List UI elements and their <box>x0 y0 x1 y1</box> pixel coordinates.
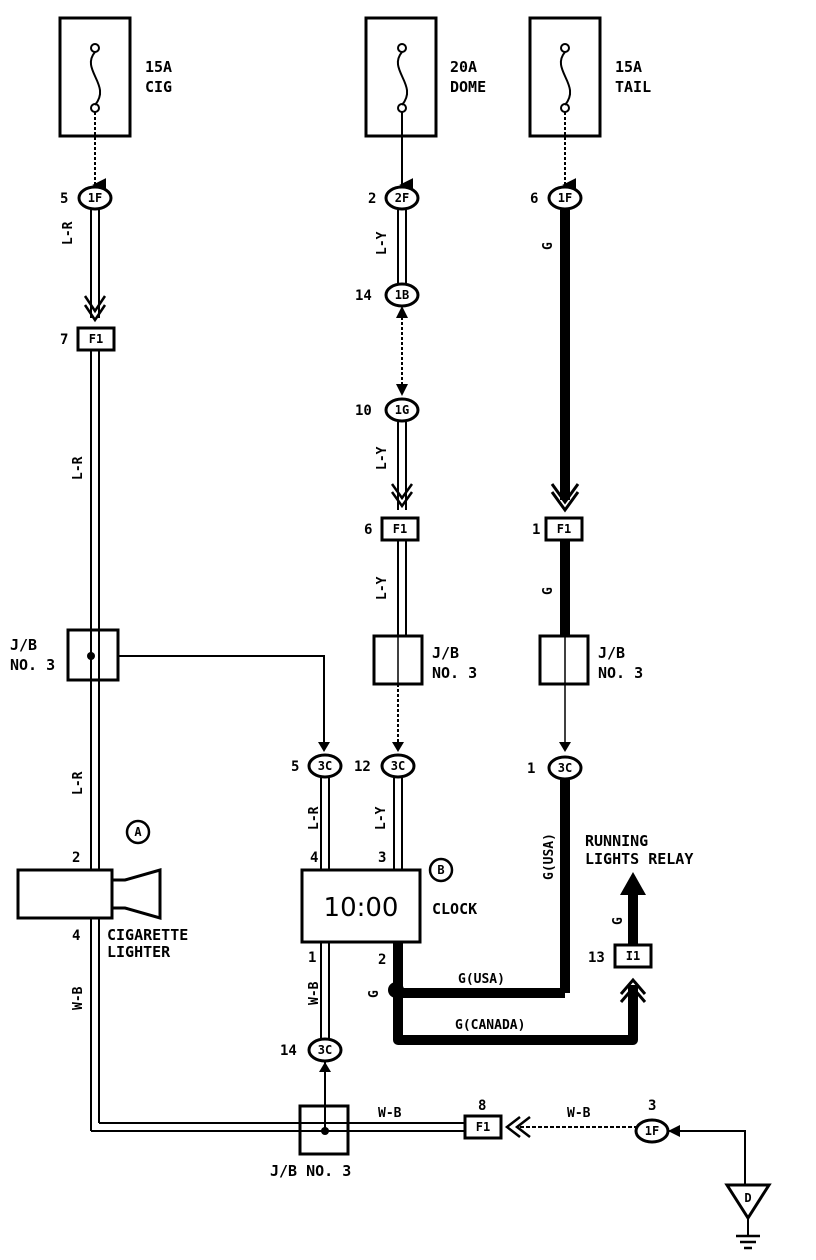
dome-1b-pin: 14 <box>355 288 372 304</box>
lighter-label-line1: CIGARETTE <box>107 926 188 944</box>
fuse-tail-name: TAIL <box>615 78 651 96</box>
dome-1b-code: 1B <box>395 288 409 302</box>
dome-wire-label-1: L-Y <box>375 231 390 255</box>
dome-jb-line2: NO. 3 <box>432 664 477 682</box>
ground-3c-pin: 14 <box>280 1043 297 1059</box>
cig-jb-line1: J/B <box>10 636 37 654</box>
running-lights-relay: I1 13 G RUNNING LIGHTS RELAY <box>585 832 693 969</box>
tail-wire-label-2: G <box>541 587 556 595</box>
clock-3c-b-pin: 12 <box>354 759 371 775</box>
fuse-dome-rating: 20A <box>450 58 477 76</box>
ground-wire-label-2: W-B <box>567 1106 591 1121</box>
cig-f1-pin: 7 <box>60 332 68 348</box>
clock-pin-2: 2 <box>378 952 386 968</box>
ground-point: D <box>724 1183 772 1250</box>
relay-label-line2: LIGHTS RELAY <box>585 850 693 868</box>
clock-pin-4: 4 <box>310 850 318 866</box>
lighter-ground-wire: W-B <box>71 918 300 1132</box>
dome-f1-pin: 6 <box>364 522 372 538</box>
clock-wire-label-lr: L-R <box>307 806 322 830</box>
tail-3c-code: 3C <box>558 761 572 775</box>
dome-1g-pin: 10 <box>355 403 372 419</box>
tail-circuit: 1F 6 G F1 1 G J/B NO. 3 <box>530 112 643 752</box>
ground-circuit: W-B F1 8 W-B 1F 3 <box>348 1098 746 1185</box>
relay-i1-pin: 13 <box>588 950 605 966</box>
tail-wire-label-1: G <box>541 242 556 250</box>
ground-letter: D <box>744 1191 751 1205</box>
fuse-tail: 15A TAIL <box>528 16 651 138</box>
dome-wire-label-3: L-Y <box>375 576 390 600</box>
dome-jb-line1: J/B <box>432 644 459 662</box>
ground-3c-code: 3C <box>318 1043 332 1057</box>
relay-wire-label: G <box>611 917 626 925</box>
ground-wire-label-1: W-B <box>378 1106 402 1121</box>
cig-wire-label-3: L-R <box>71 771 86 795</box>
dome-2f-code: 2F <box>395 191 409 205</box>
fuse-cig-name: CIG <box>145 78 172 96</box>
lighter-label-line2: LIGHTER <box>107 943 171 961</box>
cig-circuit: 1F 5 L-R F1 7 L-R J/B NO. 3 L-R <box>10 112 330 870</box>
ground-f1-pin: 8 <box>478 1098 486 1114</box>
ground-junction-block: J/B NO. 3 <box>270 1104 351 1180</box>
clock-pin-3: 3 <box>378 850 386 866</box>
dome-f1-code: F1 <box>393 522 407 536</box>
tail-1f-code: 1F <box>558 191 572 205</box>
g-ground-label: G <box>367 990 382 998</box>
g-canada-label: G(CANADA) <box>455 1018 525 1033</box>
tail-f1-pin: 1 <box>532 522 540 538</box>
dome-2f-pin: 2 <box>368 191 376 207</box>
ground-f1-code: F1 <box>476 1120 490 1134</box>
dome-1g-code: 1G <box>395 403 409 417</box>
clock-3c-b-code: 3C <box>391 759 405 773</box>
connectors-3c-row: 3C 5 3C 12 3C 1 <box>291 753 583 781</box>
lighter-pin-top: 2 <box>72 850 80 866</box>
cig-wire-label-2: L-R <box>71 456 86 480</box>
cig-1f-code: 1F <box>88 191 102 205</box>
clock-unit: 10:00 B CLOCK 4 3 1 2 <box>300 850 477 968</box>
fuse-cig-rating: 15A <box>145 58 172 76</box>
clock-input-wires: L-R L-Y <box>307 778 403 870</box>
tail-3c-pin: 1 <box>527 761 535 777</box>
lighter-marker: A <box>134 825 142 839</box>
clock-3c-a-pin: 5 <box>291 759 299 775</box>
dome-circuit: 2F 2 L-Y 1B 14 1G 10 L-Y F1 6 L-Y J/B NO… <box>355 112 477 752</box>
clock-display: 10:00 <box>324 893 399 923</box>
clock-3c-a-code: 3C <box>318 759 332 773</box>
clock-gnd-wire-label: W-B <box>307 981 322 1005</box>
clock-wire-label-ly: L-Y <box>374 806 389 830</box>
ground-jb-label: J/B NO. 3 <box>270 1162 351 1180</box>
fuse-tail-rating: 15A <box>615 58 642 76</box>
lighter-pin-bottom: 4 <box>72 928 80 944</box>
fuse-cig: 15A CIG <box>58 16 172 138</box>
tail-jb-line1: J/B <box>598 644 625 662</box>
cig-wire-label-1: L-R <box>61 221 76 245</box>
clock-marker: B <box>437 863 444 877</box>
clock-name: CLOCK <box>432 900 477 918</box>
relay-i1-code: I1 <box>626 949 640 963</box>
clock-pin-1: 1 <box>308 950 316 966</box>
tail-jb-line2: NO. 3 <box>598 664 643 682</box>
tail-1f-pin: 6 <box>530 191 538 207</box>
ground-1f-code: 1F <box>645 1124 659 1138</box>
fuse-dome-name: DOME <box>450 78 486 96</box>
cig-f1-code: F1 <box>89 332 103 346</box>
cig-1f-pin: 5 <box>60 191 68 207</box>
cig-jb-line2: NO. 3 <box>10 656 55 674</box>
fuse-dome: 20A DOME <box>364 16 486 138</box>
ground-1f-pin: 3 <box>648 1098 656 1114</box>
relay-label-line1: RUNNING <box>585 832 648 850</box>
clock-ground-wire: W-B 3C 14 <box>280 942 343 1106</box>
tail-f1-code: F1 <box>557 522 571 536</box>
cigarette-lighter: A 2 4 CIGARETTE LIGHTER <box>16 819 188 961</box>
g-usa-horizontal-label: G(USA) <box>458 972 505 987</box>
tail-output-wires: G(USA) G G(USA) G(CANADA) <box>367 780 647 1045</box>
dome-wire-label-2: L-Y <box>375 446 390 470</box>
lighter-wire-label: W-B <box>71 986 86 1010</box>
g-usa-vertical-label: G(USA) <box>542 833 557 880</box>
